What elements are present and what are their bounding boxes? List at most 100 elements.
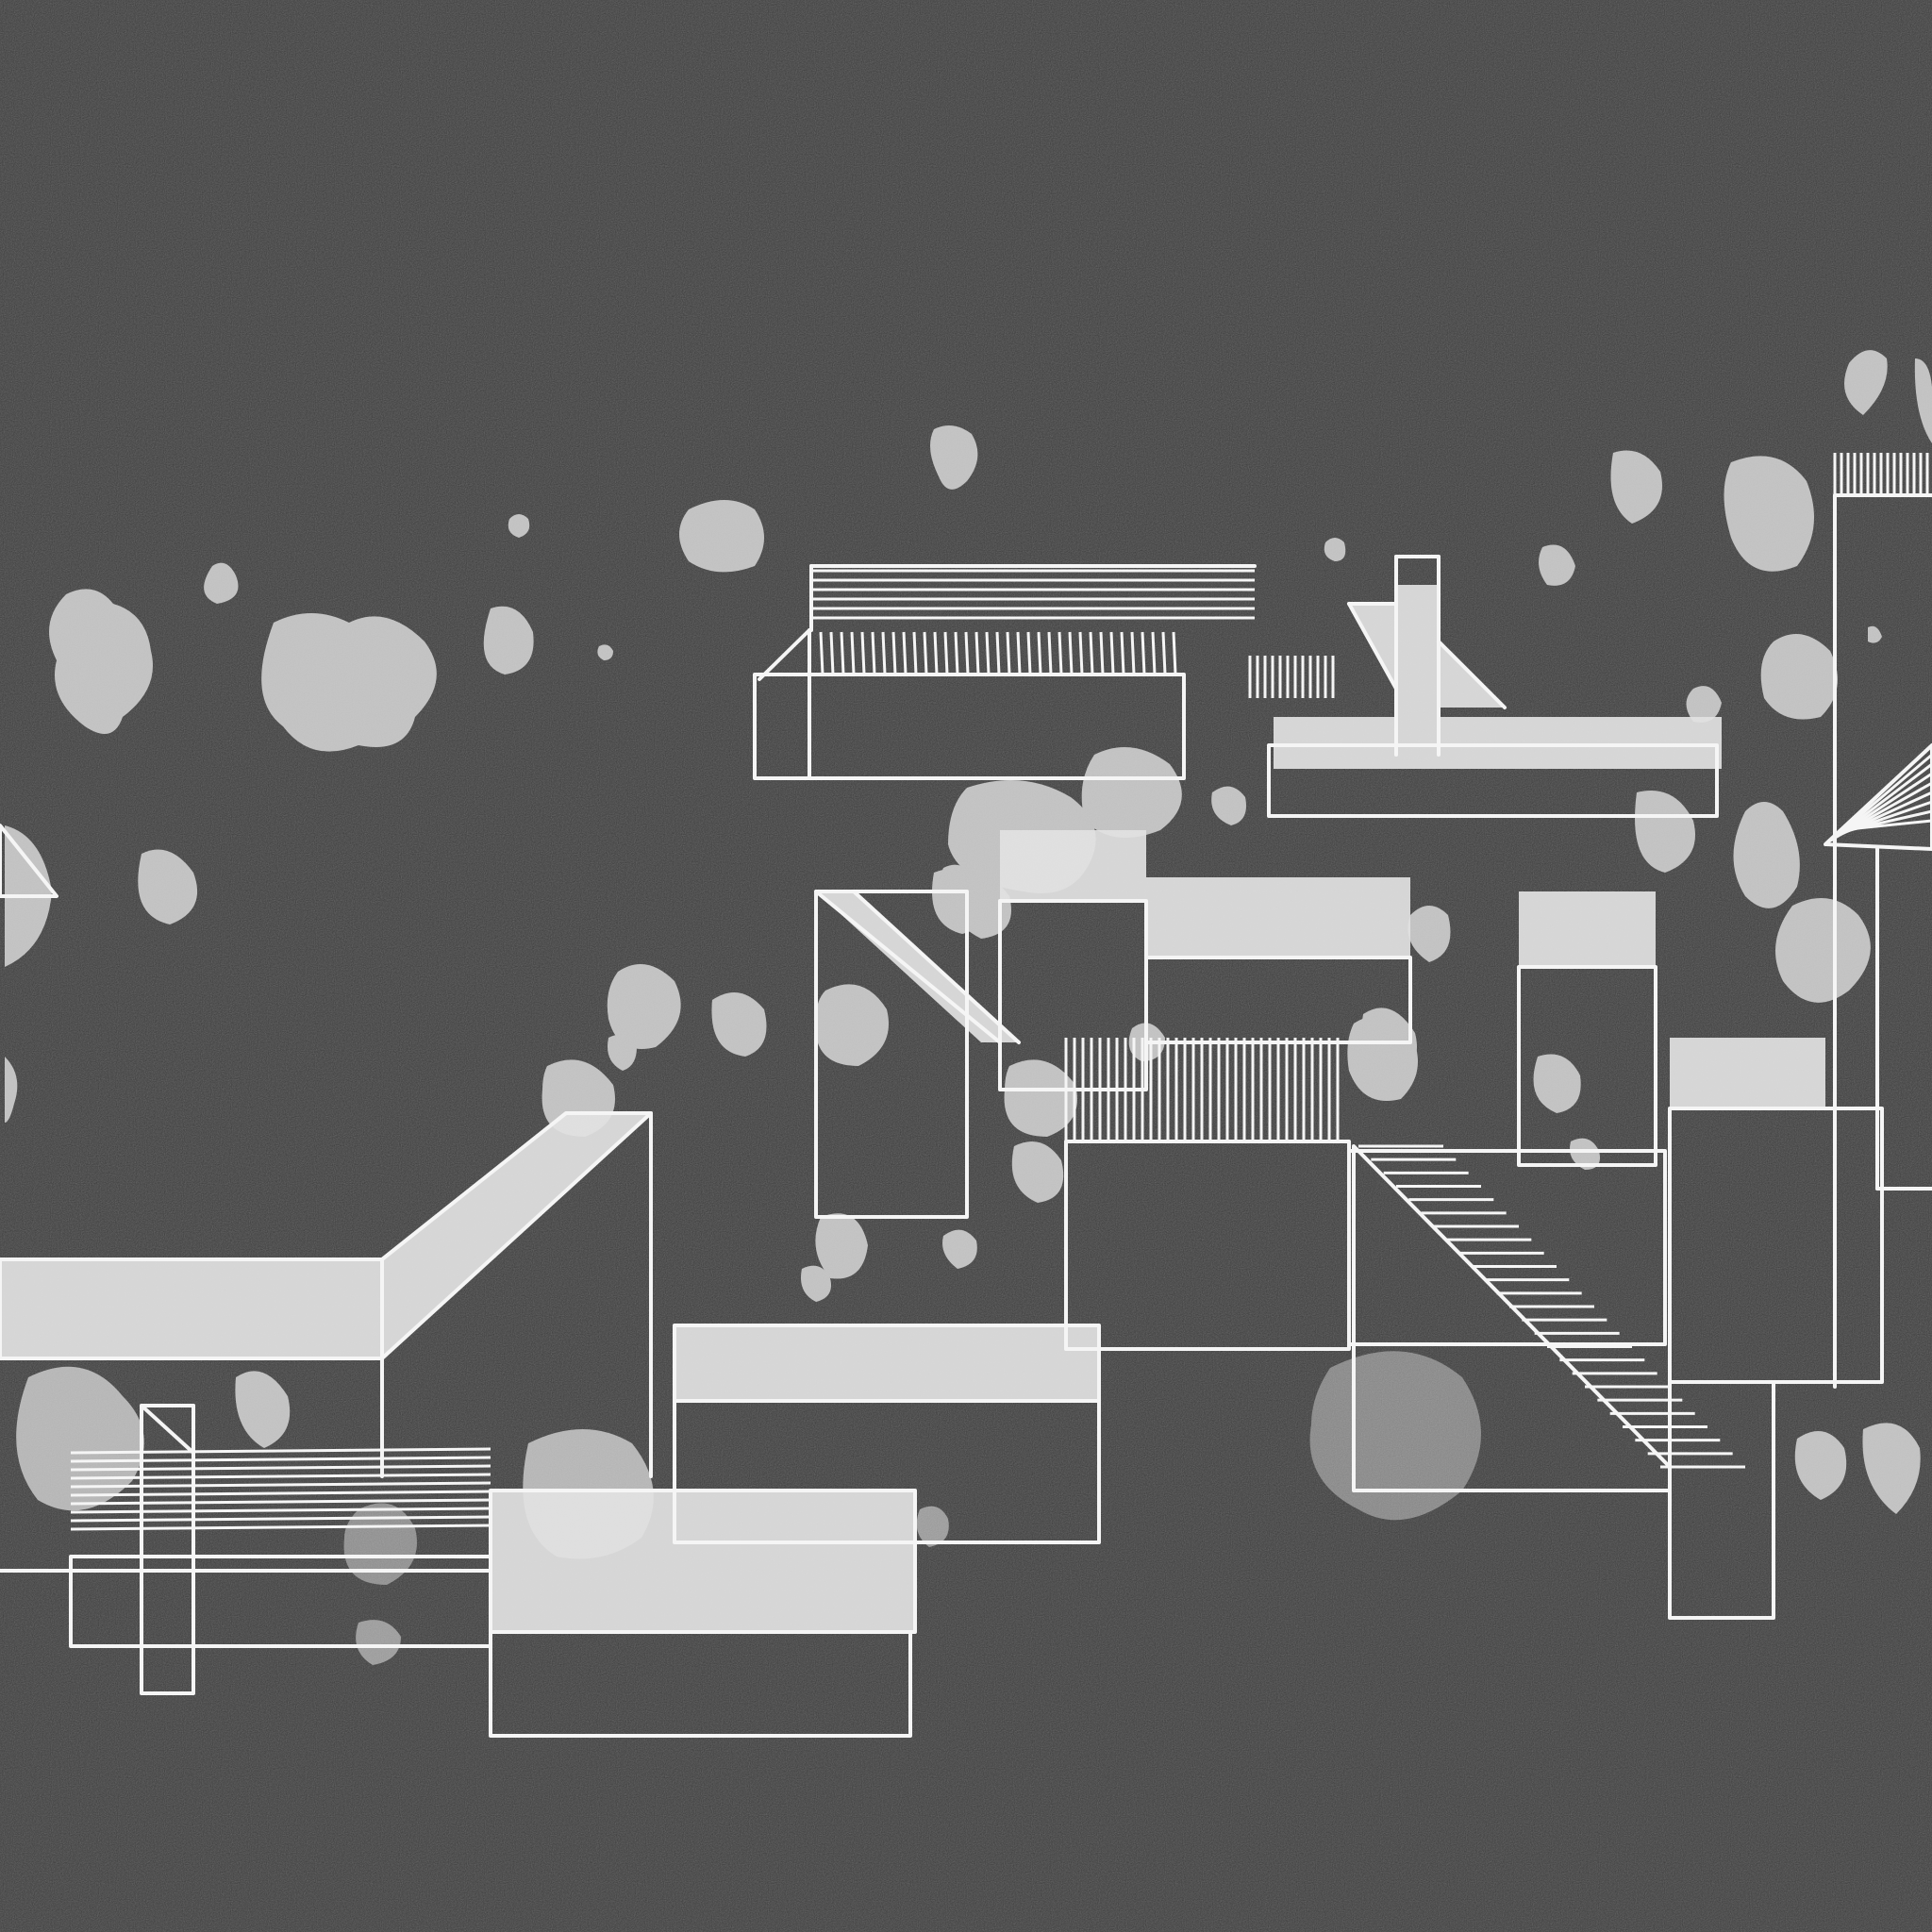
- rock: [1844, 350, 1888, 415]
- hatch-line: [985, 631, 991, 675]
- rock: [1533, 1054, 1581, 1113]
- box-outline: [1517, 965, 1657, 1167]
- rock: [679, 500, 764, 573]
- rock: [1794, 1431, 1847, 1500]
- rock: [711, 992, 767, 1057]
- rock: [607, 964, 681, 1049]
- rock: [356, 1620, 401, 1665]
- stair-hatching: [1358, 1144, 1745, 1469]
- hatch-line: [1824, 743, 1932, 846]
- rock: [1347, 1016, 1418, 1101]
- rock: [1610, 450, 1662, 524]
- hatch-line: [1047, 631, 1053, 675]
- hatch-line: [871, 631, 876, 675]
- rock: [597, 644, 613, 660]
- vertical-railing-top: [819, 631, 1177, 675]
- hatch-line: [70, 1490, 491, 1497]
- line-work: [0, 493, 1932, 1738]
- beam-face: [1519, 891, 1656, 967]
- box-line: [758, 628, 811, 681]
- rock: [916, 1506, 949, 1547]
- rock: [1686, 686, 1722, 723]
- rock: [815, 1213, 868, 1279]
- rock: [1775, 898, 1871, 1003]
- rock: [1324, 538, 1346, 561]
- hatch-line: [1151, 631, 1157, 675]
- hatch-line: [943, 631, 949, 675]
- hatch-line: [819, 631, 824, 675]
- rock: [204, 562, 239, 604]
- hatch-line: [1037, 631, 1042, 675]
- rock: [5, 1057, 18, 1123]
- rock: [235, 1371, 291, 1448]
- box-line: [1437, 640, 1507, 709]
- rock: [261, 613, 437, 752]
- hatch-line: [1161, 631, 1167, 675]
- rock: [1635, 791, 1695, 873]
- hatch-line: [1847, 819, 1932, 831]
- hatch-line: [1016, 631, 1022, 675]
- rock: [1914, 358, 1932, 443]
- box-outline: [753, 673, 1186, 780]
- rock: [1011, 1141, 1064, 1203]
- hatch-line: [70, 1524, 491, 1531]
- left-railing: [70, 1447, 491, 1531]
- vertical-railing-mid: [1064, 1038, 1340, 1141]
- box-line: [814, 890, 1002, 1044]
- hatch-line: [954, 631, 959, 675]
- rock: [1407, 906, 1451, 962]
- rock: [1004, 1059, 1077, 1137]
- hatch-line: [891, 631, 897, 675]
- rock: [942, 1229, 977, 1269]
- rock: [16, 1366, 144, 1511]
- beam-face: [1000, 830, 1146, 901]
- hatch-line: [1120, 631, 1125, 675]
- tower-roof-hatching: [1824, 743, 1932, 846]
- hatch-line: [850, 631, 856, 675]
- rock: [1539, 544, 1575, 586]
- rock: [1570, 1138, 1600, 1170]
- rock: [1868, 625, 1882, 643]
- hatch-line: [1089, 631, 1094, 675]
- hatch-line: [974, 631, 980, 675]
- rock: [815, 984, 889, 1066]
- hatch-line: [1130, 631, 1136, 675]
- box-outline: [1668, 1380, 1775, 1620]
- rock: [1760, 634, 1838, 720]
- hatch-line: [70, 1498, 491, 1506]
- rock: [1862, 1423, 1921, 1514]
- railings: [70, 453, 1932, 1531]
- rock: [483, 606, 534, 675]
- hatch-line: [1078, 631, 1084, 675]
- beam-face: [491, 1491, 915, 1632]
- rock: [1081, 747, 1182, 838]
- box-line: [852, 890, 1021, 1044]
- hatch-line: [70, 1515, 491, 1523]
- rock: [49, 589, 153, 734]
- rock: [508, 514, 530, 538]
- hatch-line: [1006, 631, 1011, 675]
- hatch-line: [1026, 631, 1032, 675]
- rock: [1211, 786, 1246, 825]
- beam-face: [1670, 1038, 1825, 1108]
- hatch-line: [1068, 631, 1074, 675]
- hatch-line: [1172, 631, 1177, 675]
- rock: [138, 849, 198, 924]
- rock: [940, 864, 972, 896]
- rock: [1733, 802, 1800, 908]
- triangle-outline: [140, 1404, 195, 1455]
- hatch-line: [964, 631, 970, 675]
- box-outline: [69, 1555, 492, 1648]
- rock: [343, 1503, 417, 1585]
- hatch-line: [995, 631, 1001, 675]
- hatch-line: [70, 1464, 491, 1472]
- beam-face: [1274, 717, 1722, 769]
- hatch-line: [912, 631, 918, 675]
- box-line: [1347, 602, 1398, 691]
- hatch-line: [840, 631, 845, 675]
- hatch-line: [881, 631, 887, 675]
- box-outline: [1347, 1149, 1667, 1346]
- rock: [1724, 456, 1814, 572]
